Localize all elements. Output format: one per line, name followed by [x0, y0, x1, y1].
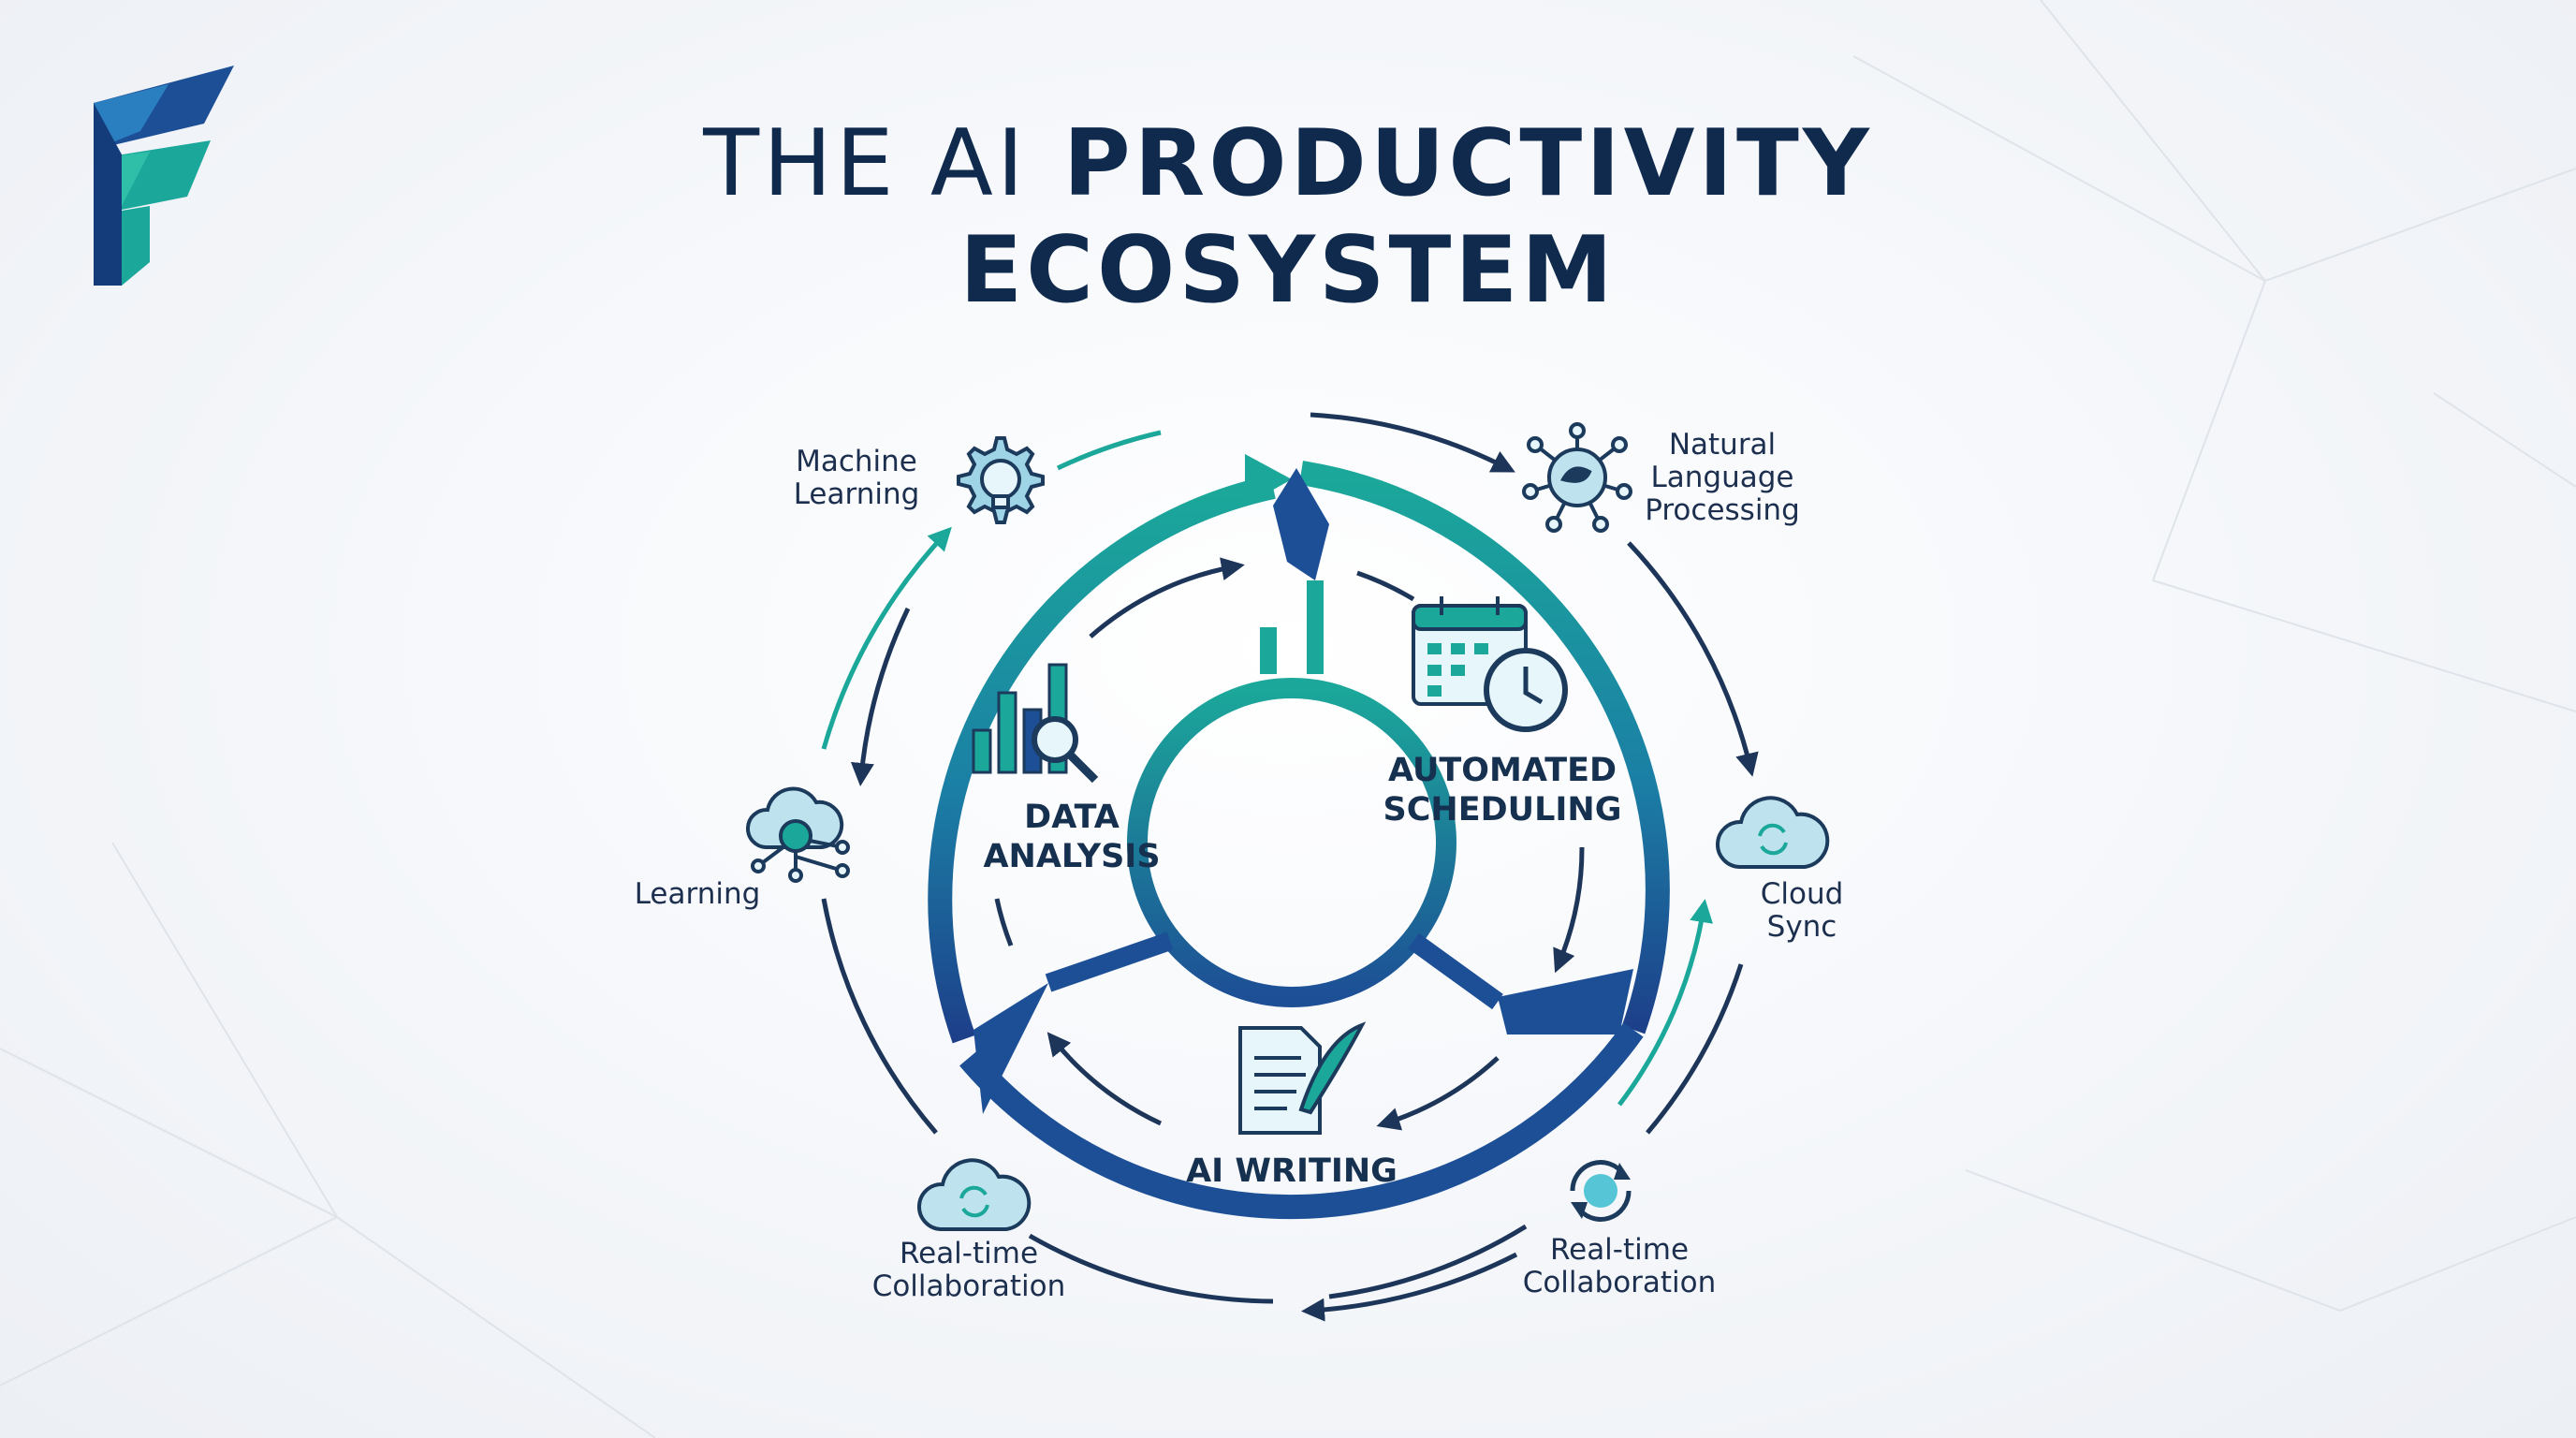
inner-hub: [1045, 580, 1503, 1010]
label-line: Language: [1650, 461, 1794, 494]
orbit-arc-bottom: [1301, 1252, 1518, 1322]
orbit-arc-left-lower: [821, 898, 938, 1135]
sync-circle-icon: [1570, 1160, 1632, 1222]
spoke-bottom-left: [1045, 932, 1174, 992]
inner-flow: [994, 557, 1585, 1131]
document-quill-icon: [1238, 1021, 1367, 1135]
label-line: Processing: [1645, 493, 1800, 527]
label-line: Cloud: [1760, 877, 1844, 911]
cloud-sync-icon: [917, 1158, 1032, 1231]
orbit-arc-right-upper: [1627, 541, 1759, 777]
label-line: SCHEDULING: [1383, 791, 1622, 829]
label-line: Machine: [796, 445, 917, 478]
ring-split-top: [1273, 468, 1329, 580]
orbit-arc-top-right: [1310, 412, 1515, 473]
ring-arc-right: [1298, 461, 1670, 1034]
outer-label-learning: Learning: [634, 877, 761, 911]
label-line: DATA: [1024, 799, 1120, 836]
outer-label-collaboration-left: Real-time Collaboration: [856, 1238, 1081, 1303]
orbit-arc-right-teal: [1617, 899, 1713, 1107]
spoke-bottom-right: [1408, 932, 1503, 1010]
orbit-arc-top-left: [1056, 430, 1162, 471]
flow-arrow-left: [1046, 1032, 1163, 1126]
lightbulb-gear-icon: [957, 436, 1045, 524]
label-line: Learning: [793, 477, 920, 511]
title-line-2: ECOSYSTEM: [959, 217, 1617, 324]
spoke-top: [1260, 580, 1324, 674]
calendar-clock-icon: [1412, 596, 1568, 732]
label-line: Real-time: [1549, 1233, 1690, 1267]
orbit-arc-left-teal: [821, 526, 952, 750]
label-line: ANALYSIS: [983, 838, 1161, 875]
label-line: Collaboration: [1522, 1266, 1717, 1299]
title-prefix: THE AI: [703, 110, 1028, 217]
main-ring: [928, 454, 1670, 1220]
outer-label-nlp: Natural Language Processing: [1624, 429, 1821, 527]
outer-label-collaboration-right: Real-time Collaboration: [1507, 1234, 1732, 1299]
label-line: Collaboration: [871, 1269, 1066, 1303]
flow-arrow-bottom: [1376, 1056, 1500, 1131]
segment-label-automated-scheduling: AUTOMATED SCHEDULING: [1367, 751, 1638, 829]
cloud-network-icon: [745, 786, 850, 883]
flow-arc-left: [994, 898, 1014, 946]
title-line-1: THE AI PRODUCTIVITY: [0, 110, 2576, 217]
cloud-sync-icon: [1716, 796, 1830, 869]
flow-arrow-to-top: [1089, 557, 1245, 638]
ring-split-bottom-right: [1498, 969, 1633, 1034]
outer-label-machine-learning: Machine Learning: [768, 446, 945, 511]
segment-label-data-analysis: DATA ANALYSIS: [959, 798, 1184, 876]
brain-network-icon: [1522, 422, 1632, 533]
title-emphasis: PRODUCTIVITY: [1062, 110, 1873, 217]
bar-chart-magnifier-icon: [972, 663, 1099, 784]
ring-arc-left: [928, 475, 1276, 1044]
label-line: Real-time: [899, 1237, 1039, 1270]
label-line: Natural: [1668, 428, 1777, 462]
outer-label-cloud-sync: Cloud Sync: [1732, 878, 1872, 944]
flow-arc-top-right: [1356, 570, 1415, 602]
brand-logo: [94, 66, 234, 286]
orbit-arc-bottom-left: [1028, 1233, 1274, 1304]
hub-circle: [1127, 678, 1456, 1007]
label-line: AUTOMATED: [1387, 752, 1617, 789]
ring-split-bottom-left: [973, 983, 1048, 1114]
outer-orbit: [821, 412, 1759, 1322]
ring-arc-bottom: [959, 1022, 1644, 1220]
orbit-arc-bottom-right: [1328, 1224, 1528, 1299]
label-line: Sync: [1766, 910, 1837, 944]
segment-label-ai-writing: AI WRITING: [1186, 1152, 1398, 1190]
ring-arrowhead-top: [1245, 454, 1292, 506]
flow-arrow-right: [1553, 846, 1585, 974]
orbit-arc-right-lower: [1646, 963, 1744, 1135]
orbit-arc-left-upper: [850, 607, 911, 786]
